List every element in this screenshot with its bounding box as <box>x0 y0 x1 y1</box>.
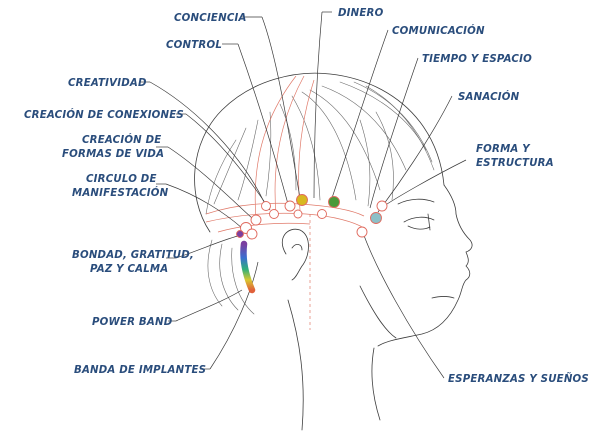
label-sanacion: SANACIÓN <box>458 90 520 103</box>
label-forma-estructura-1: FORMA Y <box>476 144 531 155</box>
label-conciencia: CONCIENCIA <box>174 13 247 24</box>
label-creacion-conexiones: CREACIÓN DE CONEXIONES <box>24 108 184 121</box>
point-creatividad <box>261 201 271 211</box>
point-esperanzas <box>356 226 368 238</box>
point-conexiones <box>269 209 279 219</box>
point-circulo-inner <box>236 230 244 238</box>
point-bondad <box>246 228 258 240</box>
point-comunicacion <box>317 209 327 219</box>
label-dinero: DINERO <box>338 8 384 19</box>
power-band <box>240 240 256 294</box>
point-control <box>284 200 296 212</box>
label-tiempo-espacio: TIEMPO Y ESPACIO <box>422 54 532 65</box>
point-dinero <box>328 196 340 208</box>
point-sanacion <box>376 200 388 212</box>
label-forma-estructura-2: ESTRUCTURA <box>476 158 554 169</box>
label-comunicacion: COMUNICACIÓN <box>392 24 485 37</box>
label-esperanzas-suenos: ESPERANZAS Y SUEÑOS <box>448 372 589 385</box>
label-creatividad: CREATIVIDAD <box>68 78 147 89</box>
label-bondad-1: BONDAD, GRATITUD, <box>72 250 194 261</box>
label-bondad-2: PAZ Y CALMA <box>90 264 168 275</box>
label-creacion-formas-2: FORMAS DE VIDA <box>62 149 164 160</box>
hair-strands <box>205 81 435 315</box>
label-power-band: POWER BAND <box>92 317 173 328</box>
point-extra <box>293 209 303 219</box>
point-conciencia <box>296 194 308 206</box>
label-control: CONTROL <box>166 40 222 51</box>
label-banda-implantes: BANDA DE IMPLANTES <box>74 365 206 376</box>
point-tiempo <box>370 212 382 224</box>
label-creacion-formas-1: CREACIÓN DE <box>82 133 161 146</box>
point-formas-vida <box>250 214 262 226</box>
energy-points <box>236 194 388 240</box>
label-circulo-1: CIRCULO DE <box>86 174 157 185</box>
head-outline <box>194 72 473 431</box>
leader-lines <box>140 11 467 379</box>
labels: CONCIENCIA CONTROL DINERO COMUNICACIÓN T… <box>24 8 589 385</box>
label-circulo-2: MANIFESTACIÓN <box>72 186 169 199</box>
